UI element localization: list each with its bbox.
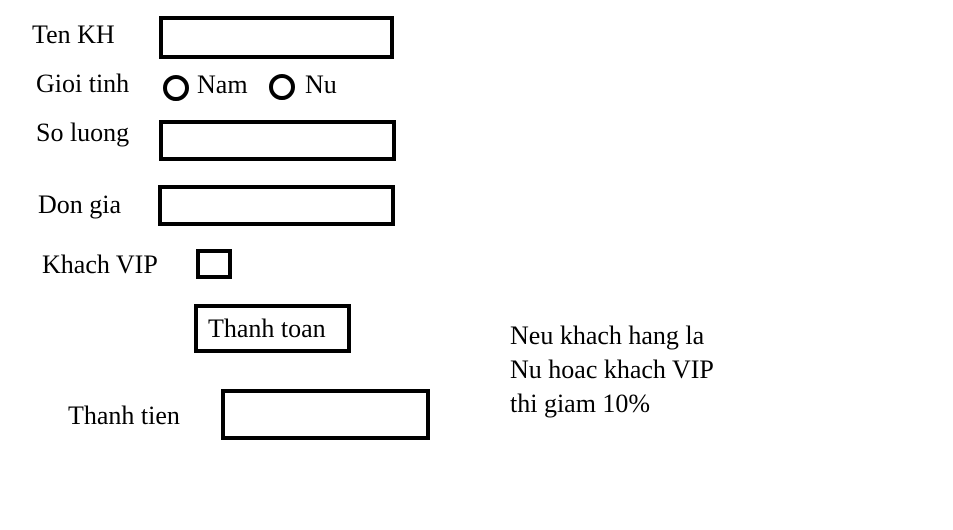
- khach-vip-checkbox[interactable]: [196, 249, 232, 279]
- discount-note-line: thi giam 10%: [510, 389, 651, 418]
- so-luong-field[interactable]: [159, 120, 396, 161]
- thanh-tien-label: Thanh tien: [68, 401, 180, 430]
- gioi-tinh-label: Gioi tinh: [36, 69, 130, 98]
- so-luong-label: So luong: [36, 118, 130, 147]
- ten-kh-label: Ten KH: [32, 20, 115, 49]
- don-gia-input[interactable]: [162, 189, 391, 222]
- gender-radio-nam[interactable]: [163, 75, 189, 101]
- gender-option-nam-label: Nam: [197, 70, 248, 99]
- discount-note: Neu khach hang la Nu hoac khach VIP thi …: [510, 319, 714, 421]
- discount-note-line: Nu hoac khach VIP: [510, 355, 714, 384]
- ten-kh-input[interactable]: [163, 20, 390, 55]
- don-gia-field[interactable]: [158, 185, 395, 226]
- thanh-toan-button[interactable]: Thanh toan: [194, 304, 351, 353]
- thanh-tien-output[interactable]: [225, 393, 426, 436]
- discount-note-line: Neu khach hang la: [510, 321, 705, 350]
- gender-radio-nu[interactable]: [269, 74, 295, 100]
- gender-option-nu-label: Nu: [305, 70, 337, 99]
- so-luong-input[interactable]: [163, 124, 392, 157]
- khach-vip-label: Khach VIP: [42, 250, 158, 279]
- thanh-tien-field[interactable]: [221, 389, 430, 440]
- don-gia-label: Don gia: [38, 190, 122, 219]
- ten-kh-field[interactable]: [159, 16, 394, 59]
